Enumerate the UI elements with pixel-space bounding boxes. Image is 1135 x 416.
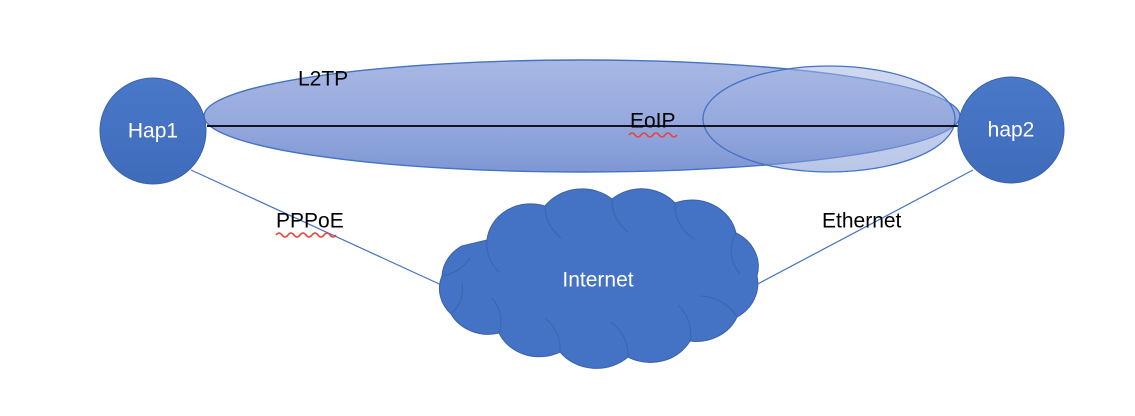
- pppoe-connector-line[interactable]: [190, 169, 449, 289]
- ethernet-connector-line[interactable]: [751, 169, 974, 288]
- zone-eoip[interactable]: [702, 65, 956, 173]
- node-hap1[interactable]: Hap1: [99, 77, 207, 185]
- internet-cloud-seams: [441, 198, 741, 358]
- internet-node-label: Internet: [562, 269, 633, 292]
- eoip-spellcheck-underline: [628, 132, 678, 138]
- node-internet[interactable]: Internet: [438, 188, 759, 369]
- pppoe-label-text: PPPoE: [276, 210, 344, 233]
- node-hap2[interactable]: hap2: [957, 76, 1065, 184]
- eoip-zone-shape[interactable]: [702, 65, 956, 173]
- hap1-node-label: Hap1: [128, 120, 178, 143]
- l2tp-label-text: L2TP: [298, 68, 348, 91]
- eoip-label-text: EoIP: [630, 110, 676, 133]
- label-pppoe[interactable]: PPPoE: [275, 210, 344, 238]
- pppoe-spellcheck-underline: [275, 232, 337, 238]
- internet-cloud-shape[interactable]: [438, 188, 759, 369]
- label-eoip[interactable]: EoIP: [628, 110, 678, 138]
- label-ethernet[interactable]: Ethernet: [822, 210, 902, 233]
- ethernet-label-text: Ethernet: [822, 210, 902, 233]
- hap2-node-label: hap2: [988, 119, 1035, 142]
- hap2-circle-shape[interactable]: [957, 76, 1065, 184]
- label-l2tp[interactable]: L2TP: [298, 68, 348, 91]
- hap1-circle-shape[interactable]: [99, 77, 207, 185]
